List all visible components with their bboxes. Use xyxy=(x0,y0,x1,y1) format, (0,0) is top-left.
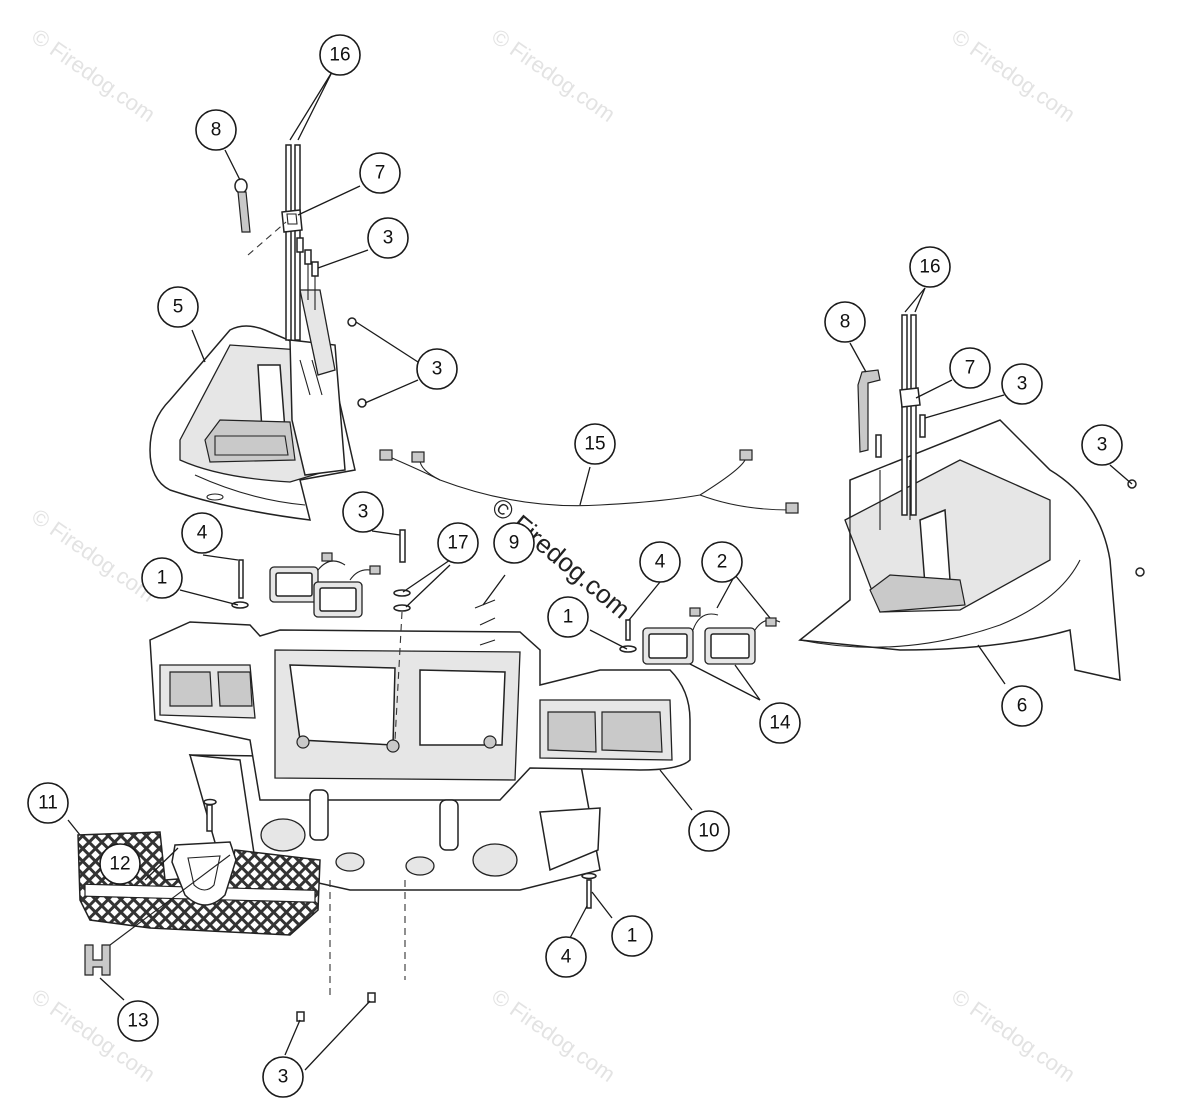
callout-label: 8 xyxy=(840,312,851,333)
part-16-right-rods xyxy=(901,314,917,516)
callout-label: 11 xyxy=(38,793,58,814)
part-3-left-screws xyxy=(296,237,367,408)
callout-3-center: 3 xyxy=(342,491,384,533)
callout-2: 2 xyxy=(701,541,743,583)
callout-label: 15 xyxy=(584,434,605,455)
callout-3-right-top: 3 xyxy=(1001,363,1043,405)
callout-3-left-side: 3 xyxy=(416,348,458,390)
callout-label: 14 xyxy=(769,713,791,734)
callout-label: 10 xyxy=(698,821,719,842)
callout-17: 17 xyxy=(437,522,479,564)
part-8-left-strap xyxy=(234,178,287,256)
callout-label: 6 xyxy=(1017,696,1028,717)
callout-3-bottom: 3 xyxy=(262,1056,304,1098)
callout-label: 16 xyxy=(919,257,940,278)
watermark-text: © Firedog.com xyxy=(27,504,160,607)
callout-label: 1 xyxy=(627,926,638,947)
callout-label: 5 xyxy=(173,297,184,318)
callout-6: 6 xyxy=(1001,685,1043,727)
part-5-left-hood xyxy=(149,289,356,521)
callout-4-right: 4 xyxy=(639,541,681,583)
watermark-text: © Firedog.com xyxy=(487,24,620,127)
callout-11: 11 xyxy=(27,782,69,824)
callout-7-right: 7 xyxy=(949,347,991,389)
callout-9: 9 xyxy=(493,522,535,564)
callout-label: 1 xyxy=(157,568,168,589)
part-13-h-emblem xyxy=(84,854,231,976)
callout-4-left: 4 xyxy=(181,512,223,554)
callout-label: 12 xyxy=(109,854,130,875)
callout-label: 3 xyxy=(1097,435,1108,456)
watermark-text: © Firedog.com xyxy=(487,984,620,1087)
callout-label: 4 xyxy=(197,523,208,544)
callout-15: 15 xyxy=(574,423,616,465)
callout-5: 5 xyxy=(157,286,199,328)
callout-label: 9 xyxy=(509,533,520,554)
callout-13: 13 xyxy=(117,1000,159,1042)
callout-label: 3 xyxy=(432,359,443,380)
part-7-left-bracket xyxy=(281,209,303,233)
watermark-text: © Firedog.com xyxy=(27,24,160,127)
callout-1-bottom: 1 xyxy=(611,915,653,957)
callout-label: 3 xyxy=(278,1067,289,1088)
callout-label: 3 xyxy=(358,502,369,523)
callout-label: 4 xyxy=(655,552,666,573)
callout-label: 8 xyxy=(211,120,222,141)
callout-12: 12 xyxy=(99,843,141,885)
watermark-text: © Firedog.com xyxy=(947,24,1080,127)
callout-8-left: 8 xyxy=(195,109,237,151)
callout-label: 17 xyxy=(447,533,468,554)
callout-7-left: 7 xyxy=(359,152,401,194)
callout-10: 10 xyxy=(688,810,730,852)
callout-1-left: 1 xyxy=(141,557,183,599)
callout-14: 14 xyxy=(759,702,801,744)
callout-label: 1 xyxy=(563,607,574,628)
callout-16-right: 16 xyxy=(909,246,951,288)
callout-label: 2 xyxy=(717,552,728,573)
part-6-right-hood xyxy=(798,414,1145,681)
callout-label: 3 xyxy=(383,228,394,249)
callout-label: 4 xyxy=(561,947,572,968)
callout-label: 7 xyxy=(375,163,386,184)
callout-3-right-side: 3 xyxy=(1081,424,1123,466)
part-14-left-lights xyxy=(269,552,381,618)
callout-label: 3 xyxy=(1017,374,1028,395)
part-12-badge-surround xyxy=(171,798,237,906)
part-7-right-bracket xyxy=(899,387,921,408)
part-15-wiring-harness xyxy=(379,449,799,514)
callout-3-left-top: 3 xyxy=(367,217,409,259)
bumper-lower-fasteners xyxy=(296,872,597,1022)
callout-label: 13 xyxy=(127,1011,148,1032)
callout-4-bottom: 4 xyxy=(545,936,587,978)
leader-lines xyxy=(67,71,1133,1071)
callout-8-right: 8 xyxy=(824,301,866,343)
watermark-text: © Firedog.com xyxy=(947,984,1080,1087)
callout-label: 7 xyxy=(965,358,976,379)
callout-1-right: 1 xyxy=(547,596,589,638)
part-8-right-strap xyxy=(857,369,881,453)
part-14-right-lights xyxy=(642,607,781,665)
callout-16-left: 16 xyxy=(319,34,361,76)
callout-label: 16 xyxy=(329,45,350,66)
